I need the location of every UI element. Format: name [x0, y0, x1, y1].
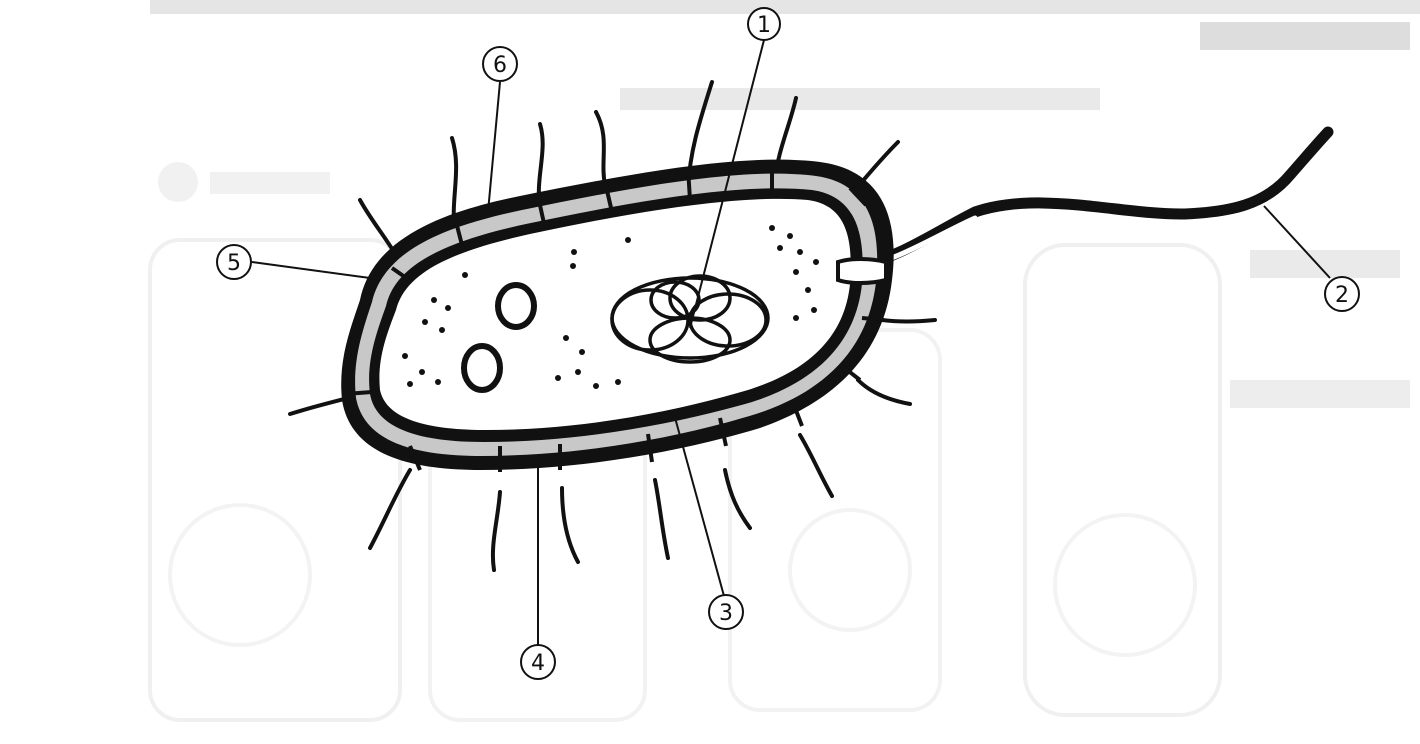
leader-line-5: [252, 262, 370, 278]
label-number: 1: [757, 13, 771, 38]
ribosome: [787, 233, 793, 239]
ribosome: [407, 381, 413, 387]
ribosome: [793, 269, 799, 275]
ribosome: [777, 245, 783, 251]
ribosome: [593, 383, 599, 389]
pilus: [800, 435, 832, 496]
ghost-circle-a: [170, 505, 310, 645]
label-number: 2: [1335, 283, 1349, 308]
label-number: 6: [493, 53, 507, 78]
tick: [862, 318, 884, 320]
label-number: 5: [227, 251, 241, 276]
ribosome: [439, 327, 445, 333]
ghost-line-5: [1230, 380, 1410, 408]
ribosome: [813, 259, 819, 265]
pilus: [370, 470, 410, 548]
flagellum: [848, 132, 1328, 270]
pilus: [596, 112, 605, 185]
pilus: [655, 480, 668, 558]
pilus: [858, 380, 910, 404]
ribosome: [797, 249, 803, 255]
ribosome: [563, 335, 569, 341]
label-3: 3: [709, 595, 743, 629]
pilus: [493, 492, 500, 570]
ghost-line-3: [210, 172, 330, 194]
ribosome: [575, 369, 581, 375]
cell-envelope: [341, 160, 893, 470]
ribosome: [570, 263, 576, 269]
flagellum-outline: [848, 132, 1328, 270]
ribosome: [555, 375, 561, 381]
ribosome: [625, 237, 631, 243]
ghost-line-1: [1200, 22, 1410, 50]
ribosome: [402, 353, 408, 359]
ribosome: [445, 305, 451, 311]
ribosome: [769, 225, 775, 231]
tick: [345, 392, 372, 394]
ghost-line-2: [620, 88, 1100, 110]
label-number: 4: [531, 651, 545, 676]
ribosome: [615, 379, 621, 385]
ghost-circle-b: [790, 510, 910, 630]
ghost-circle-c: [1055, 515, 1195, 655]
pilus: [562, 488, 578, 562]
pilus: [882, 320, 935, 322]
ghost-bullet: [158, 162, 198, 202]
label-4: 4: [521, 645, 555, 679]
tick: [688, 168, 690, 200]
ribosome: [579, 349, 585, 355]
ribosome: [431, 297, 437, 303]
ribosome: [811, 307, 817, 313]
inclusion-body: [464, 346, 500, 390]
top-bleed-bar: [150, 0, 1420, 14]
label-number: 3: [719, 601, 733, 626]
label-5: 5: [217, 245, 251, 279]
leader-line-6: [488, 82, 500, 212]
ribosome: [422, 319, 428, 325]
ribosome: [805, 287, 811, 293]
ribosome: [462, 272, 468, 278]
ribosome: [435, 379, 441, 385]
label-6: 6: [483, 47, 517, 81]
ribosome: [793, 315, 799, 321]
ghost-frame-d: [1025, 245, 1220, 715]
label-2: 2: [1325, 277, 1359, 311]
label-1: 1: [748, 8, 780, 40]
inclusion-body: [498, 285, 534, 327]
ribosome: [419, 369, 425, 375]
ribosome: [571, 249, 577, 255]
flagellum-base: [838, 259, 886, 283]
